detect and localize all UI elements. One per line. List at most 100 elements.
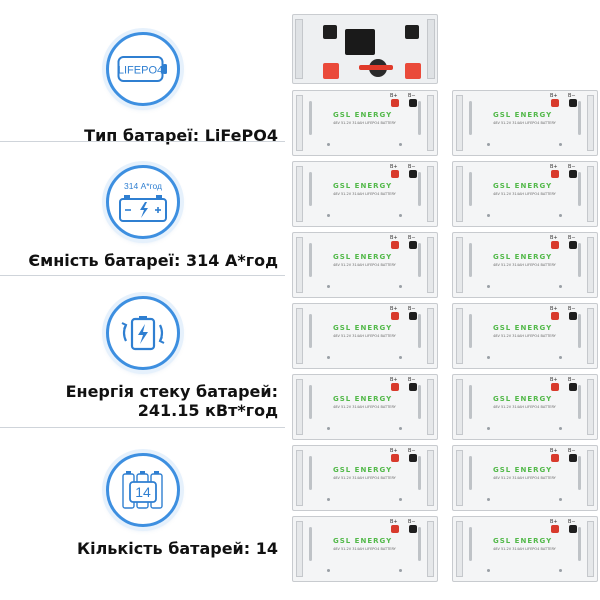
lifepo4-icon-text: LIFEPO4 bbox=[117, 65, 162, 77]
positive-terminal-label: B+ bbox=[550, 377, 558, 383]
negative-terminal-label: B− bbox=[568, 164, 576, 170]
module-brand: GSL ENERGY bbox=[333, 395, 393, 403]
module-brand: GSL ENERGY bbox=[493, 182, 553, 190]
battery-capacity-icon: 314 А*год bbox=[118, 181, 167, 222]
negative-terminal bbox=[409, 170, 417, 178]
module-brand: GSL ENERGY bbox=[493, 466, 553, 474]
breaker-handle bbox=[359, 65, 393, 70]
positive-terminal-label: B+ bbox=[550, 93, 558, 99]
spec-battery-capacity: 314 А*год Ємність батареї: 314 А*год bbox=[0, 165, 285, 270]
negative-terminal bbox=[409, 454, 417, 462]
module-brand: GSL ENERGY bbox=[493, 324, 553, 332]
positive-terminal bbox=[391, 241, 399, 249]
module-brand: GSL ENERGY bbox=[493, 395, 553, 403]
negative-terminal bbox=[569, 241, 577, 249]
spec-battery-count: 14 Кількість батарей: 14 bbox=[0, 453, 285, 558]
positive-terminal-label: B+ bbox=[550, 306, 558, 312]
positive-terminal bbox=[551, 241, 559, 249]
spec-stack-energy: Енергія стеку батарей: 241.15 кВт*год bbox=[0, 296, 285, 420]
negative-terminal bbox=[569, 312, 577, 320]
positive-terminal bbox=[551, 525, 559, 533]
module-subtitle: 48V 51.2V 314AH LIFEPO4 BATTERY bbox=[333, 476, 396, 480]
positive-terminal-label: B+ bbox=[390, 306, 398, 312]
positive-terminal bbox=[391, 383, 399, 391]
positive-terminal bbox=[551, 454, 559, 462]
count-icon-text: 14 bbox=[135, 484, 151, 500]
module-brand: GSL ENERGY bbox=[333, 537, 393, 545]
controller-display bbox=[345, 29, 375, 55]
module-subtitle: 48V 51.2V 314AH LIFEPO4 BATTERY bbox=[493, 476, 556, 480]
negative-terminal bbox=[409, 312, 417, 320]
positive-terminal-label: B+ bbox=[550, 235, 558, 241]
battery-count-badge: 14 bbox=[105, 453, 180, 527]
positive-terminal-label: B+ bbox=[550, 164, 558, 170]
battery-type-label: Тип батареї: LiFePO4 bbox=[84, 126, 278, 145]
battery-capacity-badge: 314 А*год bbox=[105, 165, 180, 239]
module-subtitle: 48V 51.2V 314AH LIFEPO4 BATTERY bbox=[493, 547, 556, 551]
module-subtitle: 48V 51.2V 314AH LIFEPO4 BATTERY bbox=[333, 334, 396, 338]
module-subtitle: 48V 51.2V 314AH LIFEPO4 BATTERY bbox=[333, 547, 396, 551]
negative-terminal bbox=[409, 383, 417, 391]
module-subtitle: 48V 51.2V 314AH LIFEPO4 BATTERY bbox=[493, 405, 556, 409]
battery-count-icon: 14 bbox=[121, 471, 163, 509]
divider bbox=[0, 427, 285, 428]
positive-terminal bbox=[391, 454, 399, 462]
module-subtitle: 48V 51.2V 314AH LIFEPO4 BATTERY bbox=[333, 121, 396, 125]
battery-module: B+ B− GSL ENERGY 48V 51.2V 314AH LIFEPO4 BA… bbox=[452, 303, 598, 369]
battery-count-label: Кількість батарей: 14 bbox=[77, 539, 278, 558]
negative-terminal bbox=[569, 383, 577, 391]
negative-terminal bbox=[569, 454, 577, 462]
module-brand: GSL ENERGY bbox=[493, 111, 553, 119]
battery-module: B+ B− GSL ENERGY 48V 51.2V 314AH LIFEPO4 BA… bbox=[452, 374, 598, 440]
module-brand: GSL ENERGY bbox=[333, 111, 393, 119]
stack-energy-label-line1: Енергія стеку батарей: bbox=[65, 382, 278, 401]
negative-terminal-label: B− bbox=[568, 235, 576, 241]
battery-charging-icon bbox=[121, 316, 164, 351]
battery-capacity-label: Ємність батареї: 314 А*год bbox=[28, 251, 278, 270]
battery-controller-unit bbox=[292, 14, 438, 84]
negative-terminal-label: B− bbox=[568, 306, 576, 312]
module-subtitle: 48V 51.2V 314AH LIFEPO4 BATTERY bbox=[493, 121, 556, 125]
module-brand: GSL ENERGY bbox=[333, 253, 393, 261]
positive-terminal bbox=[391, 99, 399, 107]
divider bbox=[0, 275, 285, 276]
module-subtitle: 48V 51.2V 314AH LIFEPO4 BATTERY bbox=[493, 334, 556, 338]
positive-terminal-label: B+ bbox=[550, 519, 558, 525]
positive-terminal bbox=[391, 170, 399, 178]
positive-terminal bbox=[391, 312, 399, 320]
negative-terminal-label: B− bbox=[568, 377, 576, 383]
positive-terminal-label: B+ bbox=[390, 93, 398, 99]
stack-energy-badge bbox=[105, 296, 180, 370]
battery-type-badge: LIFEPO4 bbox=[105, 32, 180, 106]
positive-terminal-label: B+ bbox=[390, 235, 398, 241]
negative-terminal-label: B− bbox=[408, 448, 416, 454]
module-brand: GSL ENERGY bbox=[333, 324, 393, 332]
module-subtitle: 48V 51.2V 314AH LIFEPO4 BATTERY bbox=[333, 263, 396, 267]
positive-terminal-label: B+ bbox=[390, 377, 398, 383]
positive-terminal bbox=[551, 170, 559, 178]
stack-energy-label-line2: 241.15 кВт*год bbox=[137, 401, 278, 420]
negative-terminal-label: B− bbox=[408, 93, 416, 99]
negative-terminal-label: B− bbox=[408, 519, 416, 525]
positive-terminal bbox=[551, 312, 559, 320]
positive-terminal-label: B+ bbox=[390, 164, 398, 170]
negative-terminal bbox=[569, 99, 577, 107]
negative-terminal bbox=[409, 99, 417, 107]
positive-terminal bbox=[391, 525, 399, 533]
module-brand: GSL ENERGY bbox=[493, 537, 553, 545]
negative-terminal bbox=[409, 241, 417, 249]
positive-terminal bbox=[551, 383, 559, 391]
negative-terminal-label: B− bbox=[408, 377, 416, 383]
positive-terminal-label: B+ bbox=[390, 448, 398, 454]
lifepo4-battery-icon: LIFEPO4 bbox=[117, 56, 167, 82]
